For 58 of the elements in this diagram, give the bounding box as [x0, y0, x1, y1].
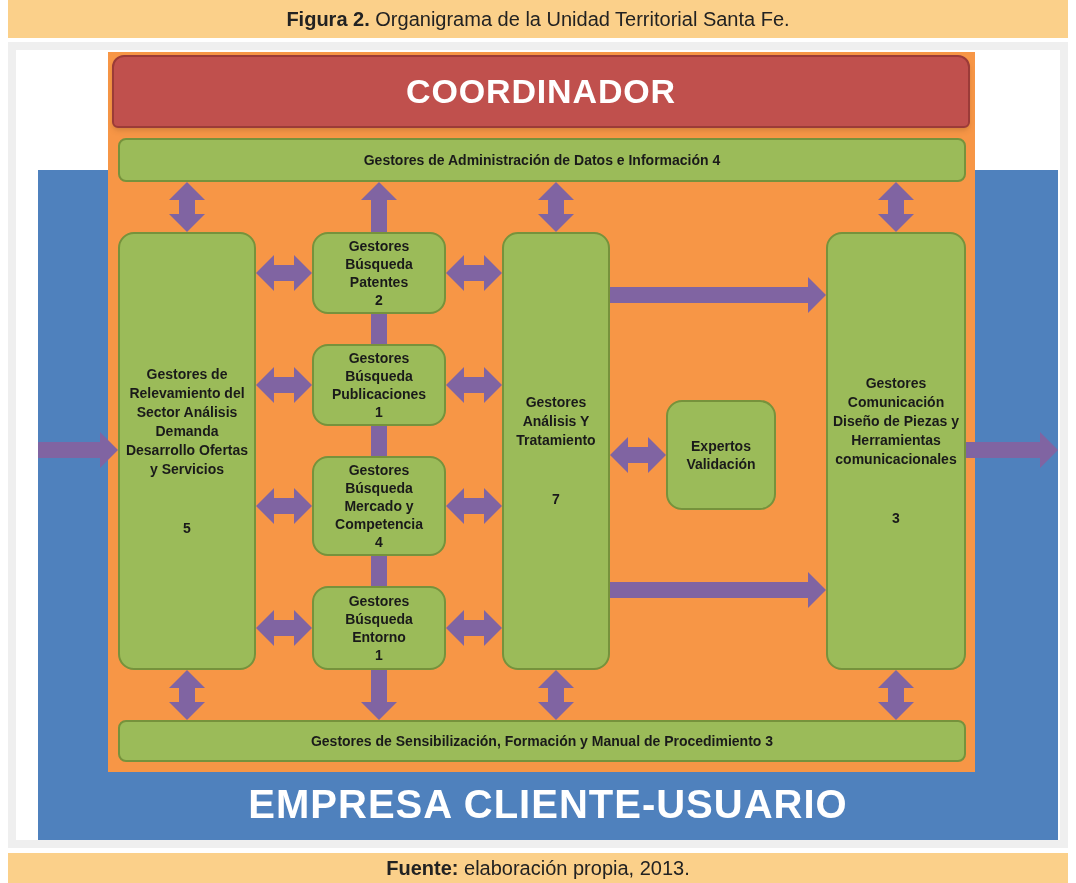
block-arrow	[966, 432, 1058, 468]
double-arrow	[878, 670, 914, 720]
role-box	[312, 586, 446, 670]
count-number: 7	[552, 490, 560, 509]
double-arrow	[256, 610, 312, 646]
connector-bar	[371, 426, 387, 456]
block-arrow	[610, 277, 826, 313]
node-label: Gestores de Relevamiento del Sector Análisis Demanda Desarrollo Ofertas y Servicios	[124, 364, 250, 479]
role-box	[312, 344, 446, 426]
double-arrow	[878, 182, 914, 232]
count-number: 1	[375, 403, 383, 421]
block-arrow	[361, 670, 397, 720]
count-number: 5	[183, 518, 191, 538]
double-arrow	[446, 255, 502, 291]
node-label: Gestores de Sensibilización, Formación y Manual de Procedimiento 3	[310, 731, 774, 751]
title-bar: Figura 2. Organigrama de la Unidad Territorial Santa Fe.	[8, 0, 1068, 38]
double-arrow	[169, 182, 205, 232]
role-box	[826, 232, 966, 670]
node-label: Gestores Comunicación Diseño de Piezas y Herramientas comunicacionales	[832, 374, 960, 469]
block-arrow	[38, 432, 118, 468]
node-label: Gestores Búsqueda Mercado y Competencia	[334, 461, 424, 533]
double-arrow	[538, 182, 574, 232]
node-label: Gestores de Administración de Datos e Información 4	[363, 150, 721, 170]
node-label: Expertos Validación	[685, 437, 757, 473]
count-number: 2	[375, 291, 383, 309]
double-arrow	[446, 610, 502, 646]
connector-bar	[371, 556, 387, 586]
double-arrow	[256, 255, 312, 291]
double-arrow	[169, 670, 205, 720]
count-number: 3	[892, 509, 900, 528]
double-arrow	[446, 488, 502, 524]
role-box	[118, 232, 256, 670]
node-label: Gestores Búsqueda Entorno	[344, 592, 414, 646]
block-arrow	[361, 182, 397, 232]
caption-bar: Fuente: elaboración propia, 2013.	[8, 853, 1068, 883]
role-box	[502, 232, 610, 670]
node-label: Gestores Análisis Y Tratamiento	[515, 393, 597, 450]
role-band	[118, 720, 966, 762]
node-label: Gestores Búsqueda Patentes	[344, 237, 414, 291]
double-arrow	[256, 367, 312, 403]
block-arrow	[610, 572, 826, 608]
count-number: 1	[375, 646, 383, 664]
connector-bar	[371, 314, 387, 344]
double-arrow	[446, 367, 502, 403]
client-band	[38, 170, 1058, 840]
count-number: 4	[375, 533, 383, 551]
role-band	[118, 138, 966, 182]
node-label: Gestores Búsqueda Publicaciones	[330, 349, 428, 403]
role-box	[666, 400, 776, 510]
panel-background	[108, 52, 975, 772]
double-arrow	[256, 488, 312, 524]
node-label: COORDINADOR	[406, 71, 676, 112]
double-arrow	[610, 437, 666, 473]
header-bar	[112, 55, 970, 128]
node-label: EMPRESA CLIENTE-USUARIO	[248, 781, 848, 828]
role-box	[312, 232, 446, 314]
role-box	[312, 456, 446, 556]
double-arrow	[538, 670, 574, 720]
